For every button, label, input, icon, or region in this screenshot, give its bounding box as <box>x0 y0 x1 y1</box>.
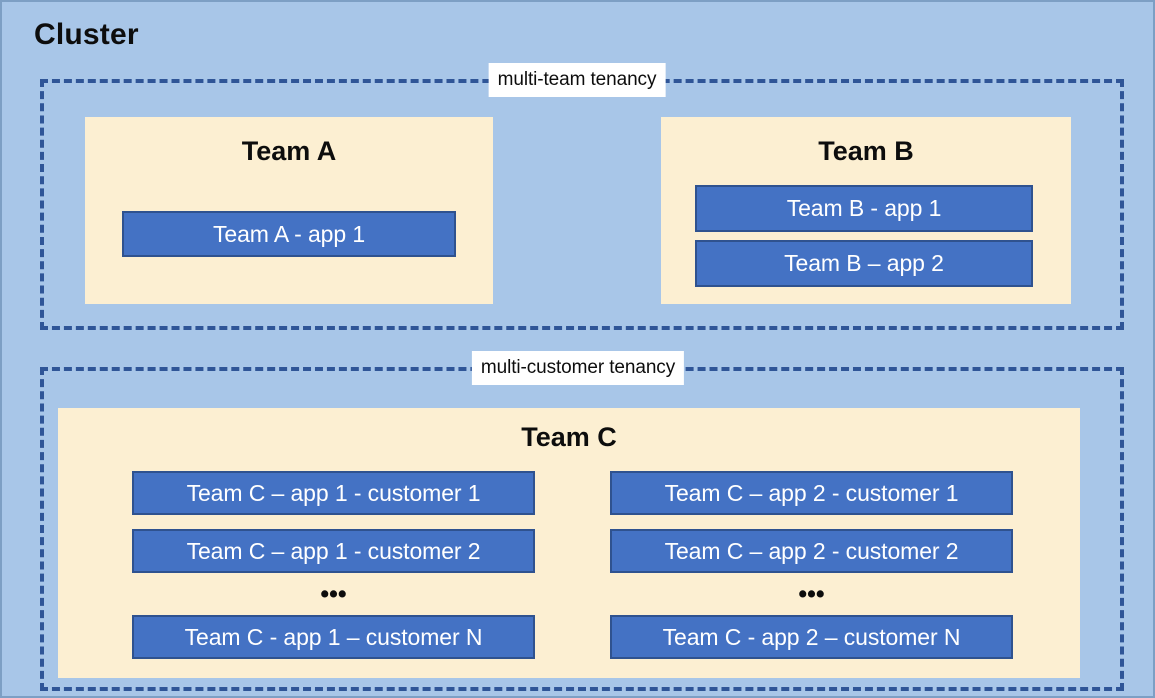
app-box-team-c-app-1-customer-n[interactable]: Team C - app 1 – customer N <box>132 615 535 659</box>
tenancy-label-multi-customer: multi-customer tenancy <box>471 351 685 385</box>
ellipsis-team-c-app-1: ••• <box>320 580 347 608</box>
tenancy-label-multi-team: multi-team tenancy <box>488 63 666 97</box>
team-title-team-b: Team B <box>818 136 914 166</box>
app-box-team-b-app-1[interactable]: Team B - app 1 <box>695 185 1033 232</box>
app-box-team-c-app-2-customer-n[interactable]: Team C - app 2 – customer N <box>610 615 1013 659</box>
app-box-team-c-app-2-customer-2[interactable]: Team C – app 2 - customer 2 <box>610 529 1013 573</box>
ellipsis-team-c-app-2: ••• <box>798 580 825 608</box>
cluster-title: Cluster <box>34 18 139 51</box>
team-title-team-a: Team A <box>241 136 337 166</box>
app-box-team-a-app-1[interactable]: Team A - app 1 <box>122 211 456 257</box>
app-box-team-c-app-1-customer-1[interactable]: Team C – app 1 - customer 1 <box>132 471 535 515</box>
team-panel-team-c: Team C Team C – app 1 - customer 1 Team … <box>58 408 1080 678</box>
team-title-team-c: Team C <box>521 422 617 452</box>
team-panel-team-a: Team A Team A - app 1 <box>85 117 493 304</box>
app-box-team-c-app-1-customer-2[interactable]: Team C – app 1 - customer 2 <box>132 529 535 573</box>
team-panel-team-b: Team B Team B - app 1 Team B – app 2 <box>661 117 1071 304</box>
app-box-team-c-app-2-customer-1[interactable]: Team C – app 2 - customer 1 <box>610 471 1013 515</box>
app-box-team-b-app-2[interactable]: Team B – app 2 <box>695 240 1033 287</box>
